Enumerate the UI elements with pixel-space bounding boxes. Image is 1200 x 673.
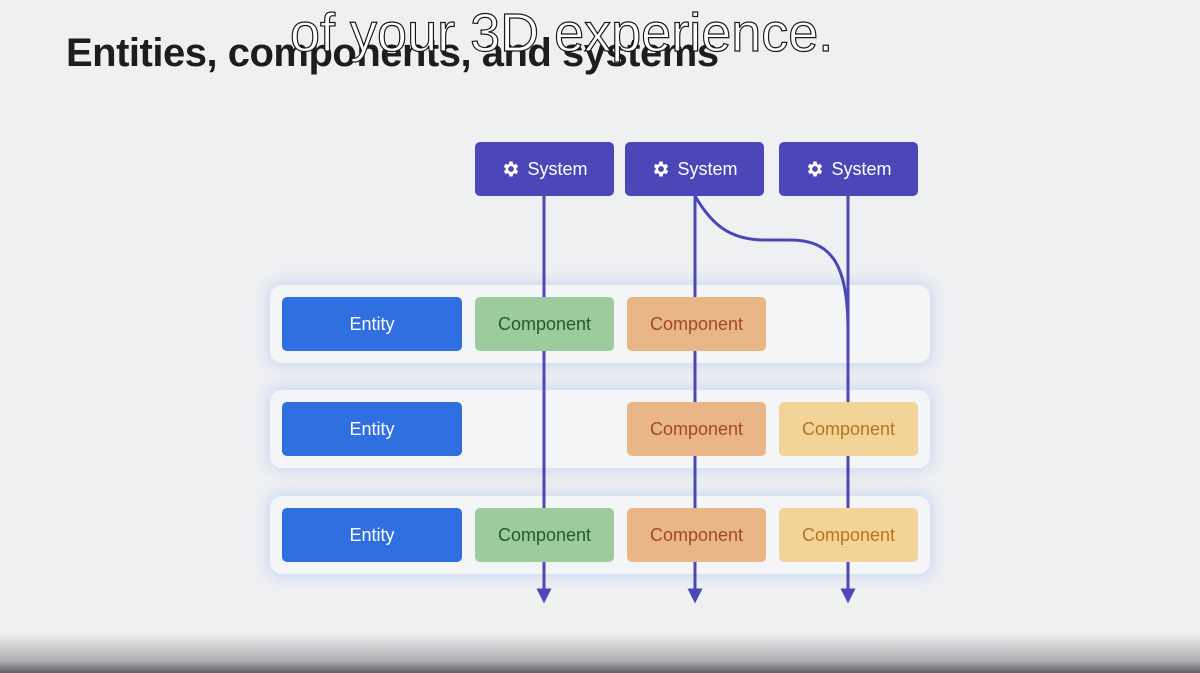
entity-box-1: Entity [282,297,462,351]
component-label: Component [649,418,744,439]
system-box-2: System [625,142,764,196]
entity-box-3: Entity [282,508,462,562]
component-label: Component [497,524,592,545]
system-label: System [527,158,588,179]
component-label: Component [649,524,744,545]
gear-icon [651,159,671,179]
component-box-r1-c1: Component [475,297,614,351]
system-box-3: System [779,142,918,196]
component-box-r3-c2: Component [627,508,766,562]
system-box-1: System [475,142,614,196]
component-label: Component [801,418,896,439]
component-box-r2-c2: Component [627,402,766,456]
component-label: Component [801,524,896,545]
gear-icon [805,159,825,179]
system-label: System [677,158,738,179]
component-label: Component [497,313,592,334]
entity-label: Entity [349,418,395,439]
entity-label: Entity [349,524,395,545]
component-box-r1-c2: Component [627,297,766,351]
component-box-r2-c3: Component [779,402,918,456]
slide-title: Entities, components, and systems [66,31,719,75]
gear-icon [501,159,521,179]
component-box-r3-c3: Component [779,508,918,562]
component-box-r3-c1: Component [475,508,614,562]
video-caption: of your 3D experience. [289,2,834,63]
system-label: System [831,158,892,179]
bottom-shadow [0,633,1200,673]
component-label: Component [649,313,744,334]
entity-label: Entity [349,313,395,334]
entity-box-2: Entity [282,402,462,456]
